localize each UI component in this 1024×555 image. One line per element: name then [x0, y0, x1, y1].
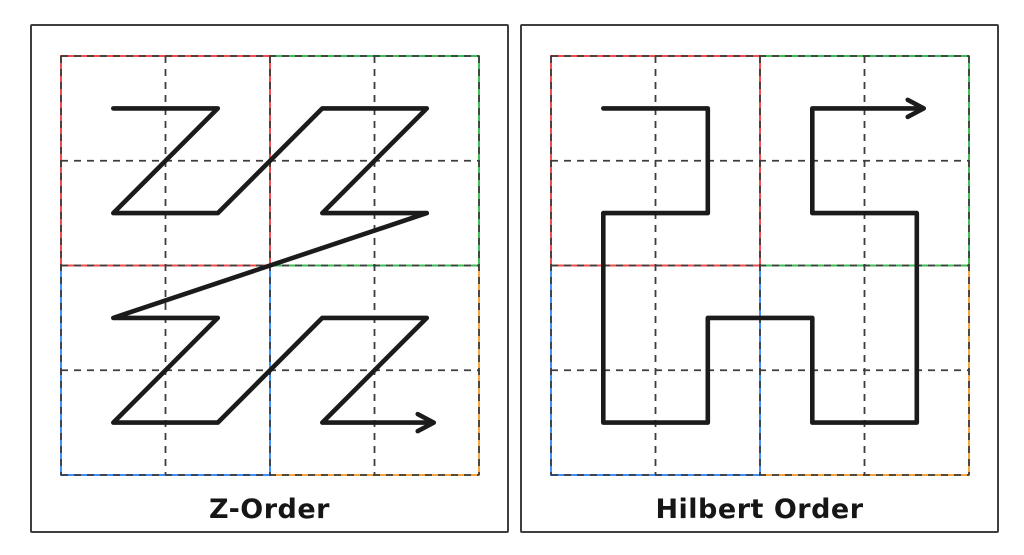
panel-z-order: Z-Order	[30, 24, 509, 533]
traversal-curve-z-order-morton	[111, 106, 432, 425]
panel-title: Z-Order	[209, 494, 330, 525]
panel-hilbert-order: Hilbert Order	[520, 24, 999, 533]
traversal-curve-hilbert	[601, 106, 922, 425]
panel-title: Hilbert Order	[655, 494, 863, 525]
grid-layer-1	[550, 55, 970, 476]
curve-layer-1	[601, 97, 927, 425]
arrowhead-icon	[415, 411, 437, 434]
curve-layer-0	[111, 106, 437, 434]
arrowhead-icon	[905, 97, 927, 120]
